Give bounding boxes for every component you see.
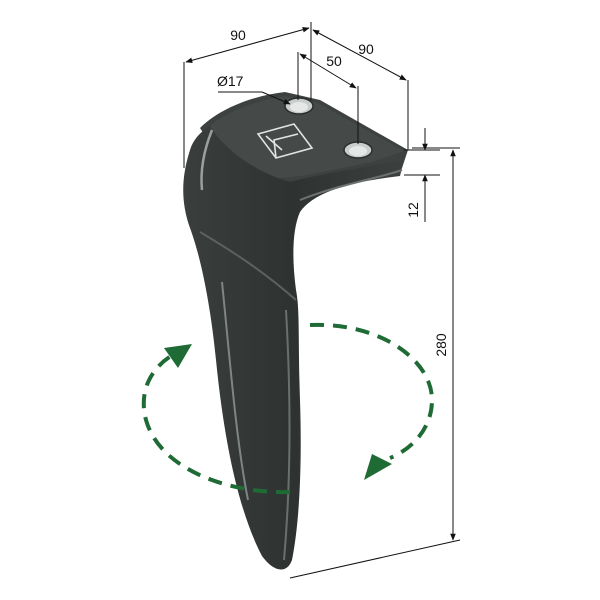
blade-shank [183, 126, 404, 570]
square-logo-icon [256, 123, 314, 159]
label-width-a: 90 [230, 27, 246, 43]
label-height: 280 [433, 333, 449, 357]
label-hole-diameter: Ø17 [217, 73, 244, 89]
blade-edge-highlight [221, 281, 249, 501]
rotation-arrowhead-bottom [364, 454, 392, 480]
rotation-arrowhead-top [164, 344, 192, 368]
rotation-arrow-front [141, 350, 291, 495]
plate-front-edge [299, 169, 403, 201]
label-thickness: 12 [405, 202, 421, 218]
label-hole-spacing: 50 [326, 53, 342, 69]
dimension-lines [183, 22, 461, 579]
dim-line-hole-spacing [299, 53, 357, 89]
blade-ridge-2 [283, 309, 291, 561]
dim-line-width-b [312, 29, 407, 81]
dim-line-width-a [185, 26, 310, 64]
tiller-blade [183, 92, 408, 570]
blade-ridge [199, 231, 297, 301]
label-width-b: 90 [358, 41, 374, 57]
rotation-arrow-back [309, 322, 435, 460]
plate-edge-highlight [200, 129, 214, 191]
